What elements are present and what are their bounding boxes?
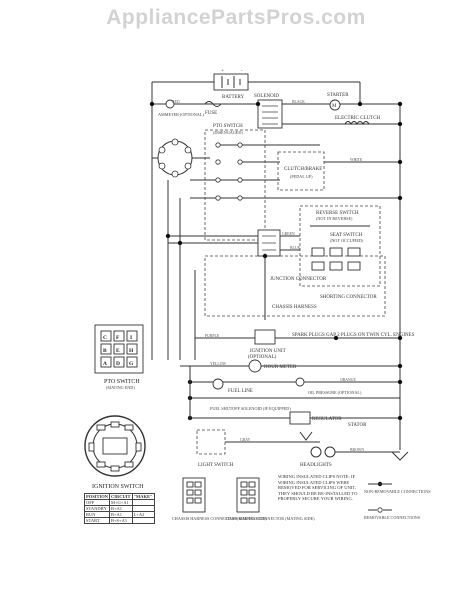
chassis-harness-box	[204, 255, 386, 317]
ignition-table-header: CIRCUIT	[109, 493, 133, 500]
starter-label: STARTER	[327, 93, 349, 98]
pto-mating-label: (MATING END)	[106, 385, 135, 390]
headlights-label: HEADLIGHTS	[300, 463, 332, 468]
hour-meter-label: HOUR METER	[264, 365, 297, 370]
ignition-table-header: POSITION	[83, 493, 111, 500]
battery-label: BATTERY	[222, 95, 245, 100]
table-cell: START	[83, 517, 111, 524]
optional-label: (OPTIONAL)	[248, 355, 277, 360]
light-switch-label: LIGHT SWITCH	[198, 463, 234, 468]
pto-switch-top-label: PTO SWITCH	[213, 124, 243, 129]
solenoid-label: SOLENOID	[254, 94, 279, 99]
not-occupied-label: (NOT OCCUPIED)	[330, 238, 364, 243]
table-cell: M+G+A1	[109, 499, 133, 506]
svg-text:M: M	[332, 104, 337, 109]
non-removable-label: NON-REMOVABLE CONNECTIONS	[364, 489, 431, 494]
pto-switch-box	[204, 129, 266, 241]
pto-contacts	[215, 142, 243, 201]
key-switch-ring	[157, 140, 193, 176]
battery-symbol: + -	[151, 69, 360, 360]
ignition-unit-label: IGNITION UNIT	[250, 349, 286, 354]
table-cell	[131, 517, 155, 524]
watermark-logo: AppliancePartsPros.com	[106, 6, 366, 29]
pto-pin-f: F	[116, 335, 120, 341]
ammeter-label: AMMETER (OPTIONAL)	[158, 112, 204, 117]
pto-pin-grid	[100, 330, 138, 368]
chassis-harness-label: CHASSIS HARNESS	[272, 305, 317, 310]
spark-plugs-label: SPARK PLUGS GAP 2 PLUGS ON TWIN CYL. ENG…	[292, 333, 415, 338]
pto-pin-b: B	[103, 348, 107, 354]
svg-text:-: -	[241, 69, 243, 74]
not-in-reverse-label: (NOT IN REVERSE)	[316, 216, 353, 221]
chassis-harness-conn-label: CHASSIS HARNESS CONNECTOR (MATING SIDE)	[172, 516, 267, 521]
dash-harness-conn-label: DASH HARNESS CONNECTOR (MATING SIDE)	[226, 516, 315, 521]
stator-label: STATOR	[348, 423, 367, 428]
seat-switch-label: SEAT SWITCH	[330, 233, 363, 238]
fuel-shutoff-label: FUEL SHUTOFF SOLENOID (IF EQUIPPED)	[210, 406, 291, 411]
seat-contacts	[311, 247, 361, 271]
dash-harness-connector	[236, 477, 260, 513]
pto-pin-g: G	[129, 361, 134, 367]
table-row: RUN B+A1 L+A2	[83, 511, 155, 518]
svg-text:+: +	[221, 69, 224, 74]
pto-pin-a: A	[103, 361, 107, 367]
regulator-label: REGULATOR	[312, 417, 342, 422]
ignition-switch-symbol	[84, 415, 146, 477]
pto-pin-c: C	[103, 335, 107, 341]
hour-meter-symbol	[248, 359, 262, 373]
fuse-label: FUSE	[205, 111, 217, 116]
fuel-line-label: FUEL LINE	[228, 389, 253, 394]
removable-label: REMOVABLE CONNECTIONS	[364, 515, 421, 520]
pto-switch-label: PTO SWITCH	[104, 379, 140, 385]
clutch-brake-box	[277, 151, 325, 191]
table-cell: B+S+A1	[109, 517, 133, 524]
pto-pin-e: E	[116, 348, 120, 354]
pto-pin-d: D	[116, 361, 120, 367]
ignition-table-header: "MAKE"	[131, 493, 155, 500]
ignition-switch-label: IGNITION SWITCH	[92, 484, 144, 490]
oil-pressure-label: OIL PRESSURE (OPTIONAL)	[308, 390, 362, 395]
pedal-up-label: (PEDAL UP)	[290, 174, 313, 179]
table-cell: STANDBY	[83, 505, 111, 512]
reverse-seat-box	[299, 205, 381, 287]
shorting-connector-label: SHORTING CONNECTOR	[320, 295, 377, 300]
pto-pin-h: H	[129, 348, 134, 354]
junction-connector-label: JUNCTION CONNECTOR	[270, 277, 327, 282]
table-row: START B+S+A1	[83, 517, 155, 524]
clutch-brake-label: CLUTCH/BRAKE	[284, 167, 322, 172]
starter-symbol	[329, 99, 341, 111]
ammeter-symbol	[165, 99, 175, 109]
solenoid-symbol	[257, 99, 283, 129]
ignition-table: POSITION CIRCUIT "MAKE" OFF M+G+A1 STAND…	[83, 493, 155, 524]
light-switch-box	[196, 429, 226, 455]
connection-dots	[149, 101, 403, 421]
wiring-note: WIRING INSULATED CLIPS NOTE: IF WIRING I…	[278, 474, 358, 502]
chassis-harness-connector	[182, 477, 206, 513]
pto-disengaged-label: (DISENGAGED)	[213, 130, 243, 135]
reverse-switch-label: REVERSE SWITCH	[316, 211, 359, 216]
removable-legend-dot	[377, 507, 383, 513]
electric-clutch-label: ELECTRIC CLUTCH	[335, 116, 381, 121]
pto-pin-i: I	[130, 335, 132, 341]
